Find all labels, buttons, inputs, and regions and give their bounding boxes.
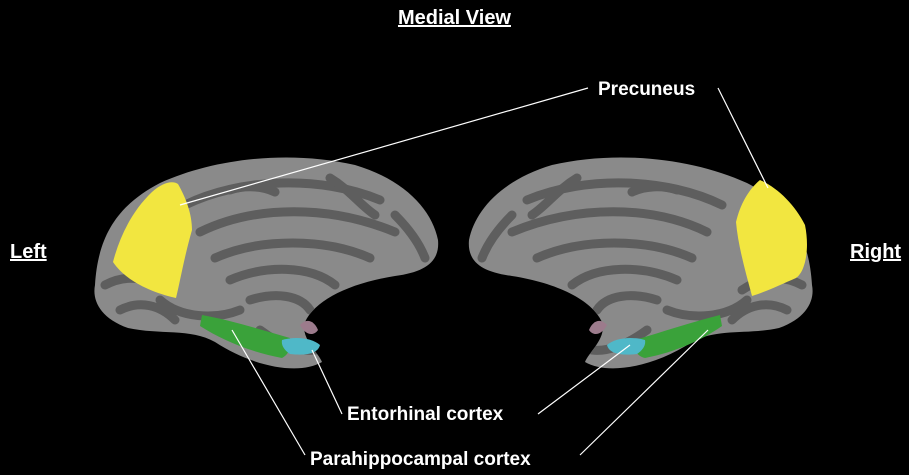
right-hemisphere [469, 157, 813, 368]
entorhinal-leader-right [538, 345, 630, 414]
left-hemisphere-label: Left [10, 242, 47, 262]
precuneus-leader-right [718, 88, 768, 188]
entorhinal-cortex-label: Entorhinal cortex [347, 405, 503, 424]
right-hemisphere-label: Right [850, 242, 901, 262]
parahippocampal-cortex-label: Parahippocampal cortex [310, 450, 531, 469]
figure-title: Medial View [0, 8, 909, 28]
precuneus-label: Precuneus [598, 80, 695, 99]
left-hemisphere [94, 157, 438, 368]
entorhinal-leader-left [312, 350, 342, 414]
